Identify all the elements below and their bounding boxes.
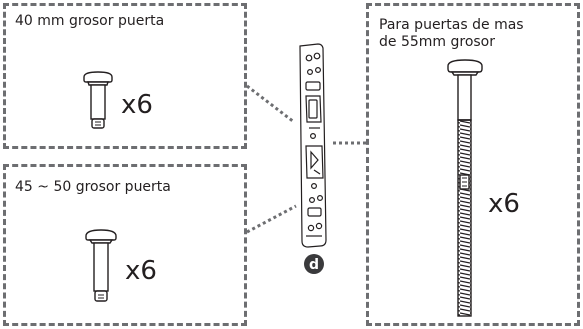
strike-plate-icon [299,43,327,248]
part-marker: d [304,254,324,274]
connector-lines [246,84,366,234]
caption-55mm-line1: Para puertas de mas [379,17,524,33]
screw-short-icon [83,71,113,129]
quantity-45-50mm: x6 [125,256,157,286]
caption-45-50mm: 45 ~ 50 grosor puerta [15,179,171,195]
panel-55mm-plus-door [366,3,580,326]
connector-top-left [246,84,295,124]
panel-45-50-door [3,164,247,326]
connector-bottom-left [246,204,297,234]
caption-40mm: 40 mm grosor puerta [15,13,165,29]
quantity-40mm: x6 [121,90,153,120]
quantity-55mm: x6 [488,189,520,219]
part-marker-label: d [309,257,319,273]
screw-long-icon [447,59,483,317]
screw-medium-icon [85,229,117,302]
panel-40mm-door [3,3,247,149]
caption-55mm-line2: de 55mm grosor [379,34,496,50]
